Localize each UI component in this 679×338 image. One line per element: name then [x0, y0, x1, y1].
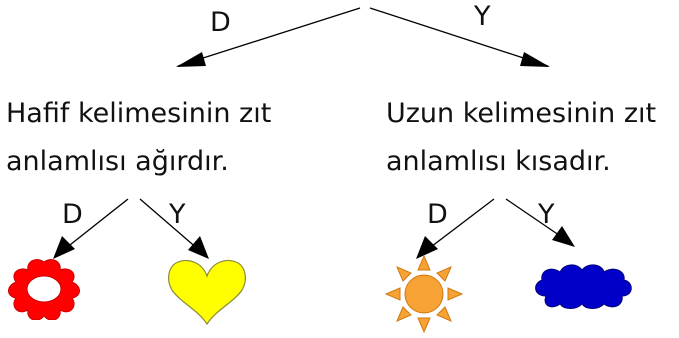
left-branch-left-label: D — [62, 199, 83, 230]
left-sub-right-arrowhead — [188, 236, 209, 259]
top-right-label: Y — [474, 1, 491, 32]
left-branch-right-label: Y — [169, 199, 186, 230]
right-statement-line1: Uzun kelimesinin zıt — [386, 98, 657, 129]
top-left-label: D — [210, 7, 231, 38]
top-left-arrow — [177, 7, 361, 67]
sun-icon — [384, 254, 464, 334]
left-sub-left-arrowhead — [53, 236, 75, 259]
right-branch-left-label: D — [427, 199, 448, 230]
right-sub-left-arrowhead — [416, 236, 438, 259]
right-branch-right-label: Y — [538, 199, 555, 230]
heart-icon — [168, 259, 246, 326]
left-statement-line1: Hafif kelimesinin zıt — [6, 98, 272, 129]
left-statement-line2: anlamlısı ağırdır. — [6, 146, 229, 177]
right-statement-line2: anlamlısı kısadır. — [386, 146, 611, 177]
top-left-arrowhead — [176, 52, 206, 67]
right-sub-right-arrowhead — [552, 226, 575, 247]
cloud-icon — [535, 264, 632, 309]
flower-icon — [8, 259, 80, 320]
top-right-arrow — [369, 7, 549, 67]
top-right-arrowhead — [520, 52, 550, 67]
